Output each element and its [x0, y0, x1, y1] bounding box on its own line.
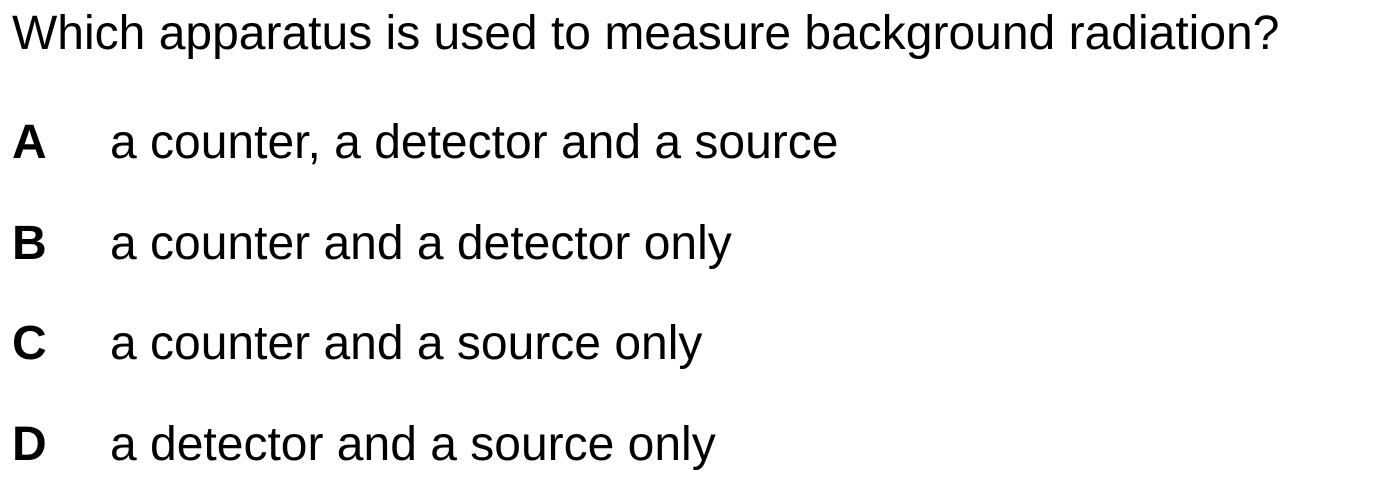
option-text: a counter, a detector and a source — [110, 116, 839, 169]
option-text: a detector and a source only — [110, 418, 716, 471]
option-letter: A — [12, 116, 47, 169]
option-letter: B — [12, 217, 47, 270]
option-text: a counter and a source only — [110, 317, 703, 370]
option-letter: C — [12, 317, 47, 370]
question-text: Which apparatus is used to measure backg… — [12, 7, 1280, 60]
option-text: a counter and a detector only — [110, 217, 732, 270]
option-letter: D — [12, 418, 47, 471]
